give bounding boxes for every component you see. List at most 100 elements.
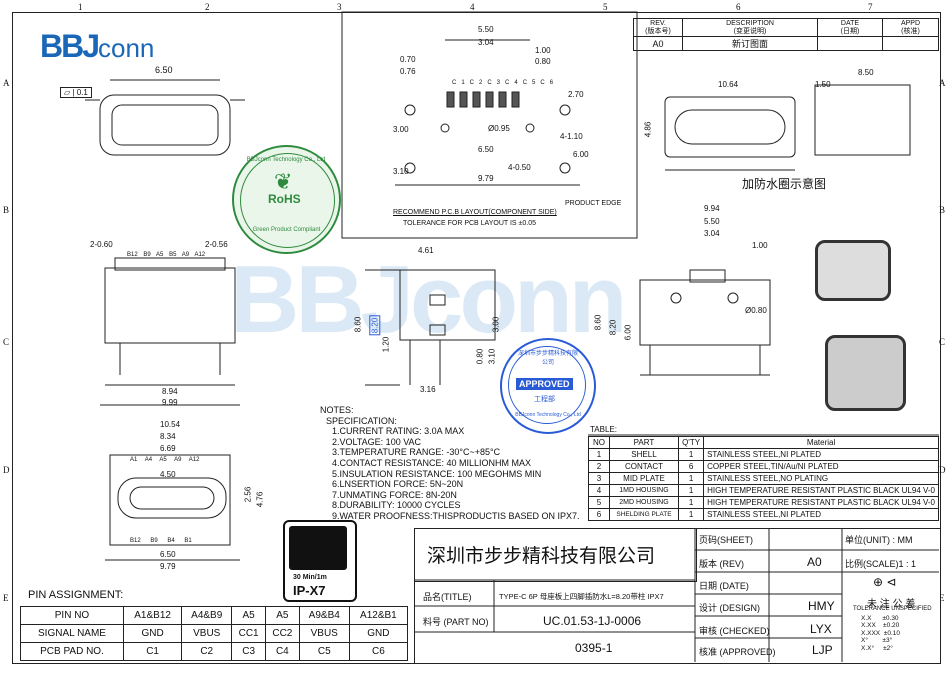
sheet-label: 页码(SHEET) (699, 535, 754, 545)
rev-value: A0 (807, 555, 822, 569)
ipx7-badge: 30 Min/1m IP-X7 (283, 520, 357, 602)
side-dim: 4.61 (418, 246, 434, 255)
title-value: TYPE-C 6P 母座板上四脚插防水L=8.20带柱 IPX7 (499, 592, 664, 601)
pcb-dim: 1.00 (535, 46, 551, 55)
approved-text: APPROVED (516, 378, 573, 390)
zone-col: 2 (205, 2, 210, 12)
unit-label: 单位(UNIT) : MM (845, 535, 913, 545)
pcb-dim: 9.79 (478, 174, 494, 183)
water-drop-icon (289, 526, 347, 570)
side-dim: 3.16 (420, 385, 436, 394)
zone-row: C (3, 337, 10, 347)
pcb-dim: 6.50 (478, 145, 494, 154)
approved-stamp: 深圳市步步精科技有限公司 APPROVED 工程部 BBJconn Techno… (500, 338, 596, 434)
zone-row: E (3, 593, 9, 603)
note-item: 1.CURRENT RATING: 3.0A MAX (332, 426, 465, 437)
pcb-dim: 0.70 (400, 55, 416, 64)
notes-block: NOTES: SPECIFICATION: 1.CURRENT RATING: … (320, 405, 580, 522)
front-body (104, 267, 236, 344)
title-block: 深圳市步步精科技有限公司 页码(SHEET) 单位(UNIT) : MM 版本 … (414, 528, 941, 664)
bottom-dim: 6.69 (160, 444, 176, 453)
appd-value (882, 36, 939, 51)
unspec-title-en: TOLERANCE UNSPECIFIED (853, 606, 932, 612)
pin-labels-bottom-bot: B12 B9 B4 B1 (130, 538, 192, 544)
note-item: 5.INSULATION RESISTANCE: 100 MEGOHMS MIN (332, 468, 542, 479)
dim-front-top: 6.50 (155, 65, 173, 75)
zone-row: A (939, 78, 946, 88)
drawing-no: 0395-1 (575, 641, 613, 655)
bottom-dim: 6.50 (160, 550, 176, 559)
right-dim: 1.00 (752, 241, 768, 250)
waterproof-caption: 加防水圈示意图 (742, 177, 827, 191)
note-item: 7.UNMATING FORCE: 8N-20N (332, 489, 457, 500)
title-label: 品名(TITLE) (423, 592, 472, 602)
iso-dim: 10.64 (718, 80, 739, 89)
projection-icon: ⊕ ⊲ (873, 575, 897, 589)
connector-render-1 (815, 240, 891, 301)
zone-col: 5 (603, 2, 608, 12)
right-dim: 6.00 (623, 324, 633, 341)
dim-label: 2-0.56 (205, 240, 228, 249)
zone-row: C (939, 337, 946, 347)
bom-header: PART (608, 436, 680, 449)
note-item: 2.VOLTAGE: 100 VAC (332, 436, 422, 447)
side-dim: 8.60 (353, 316, 363, 333)
pin-assignment-title: PIN ASSIGNMENT: (28, 589, 124, 601)
zone-col: 3 (337, 2, 342, 12)
pin-labels-top: B12 B9 A5 B5 A9 A12 (127, 252, 206, 258)
product-edge-label: PRODUCT EDGE (565, 200, 622, 207)
iso-dim: 4.86 (643, 121, 653, 138)
tolerance-list: X.X ±0.30 X.XX ±0.20 X.XXX ±0.10 X° ±3° … (861, 615, 900, 652)
bottom-dim: 4.50 (160, 470, 176, 479)
zone-row: B (939, 205, 946, 215)
bottom-dim: 2.56 (243, 486, 253, 503)
note-item: 9.WATER PROOFNESS:THISPRODUCTIS BASED ON… (332, 510, 580, 521)
revision-table: REV. (版本号) DESCRIPTION (变更说明) DATE (日期) … (633, 18, 939, 51)
zone-row: D (939, 465, 946, 475)
design-label: 设计 (DESIGN) (699, 603, 761, 613)
right-dim: 3.04 (704, 229, 720, 238)
note-item: 4.CONTACT RESISTANCE: 40 MILLIONHM MAX (332, 457, 532, 468)
bottom-dim: 9.79 (160, 562, 176, 571)
pcb-dim: 3.04 (478, 38, 494, 47)
pcb-dim: 5.50 (478, 25, 494, 34)
maple-leaf-icon: ❦ (274, 169, 293, 194)
pcb-dim: 3.00 (393, 125, 409, 134)
pin-labels-bottom-top: A1 A4 A5 A9 A12 (130, 457, 200, 463)
title-block-lines (414, 528, 939, 662)
pcb-dim: 0.80 (535, 57, 551, 66)
checked-label: 审核 (CHECKED) (699, 626, 770, 636)
pcb-dim: 4-0.50 (508, 163, 531, 172)
approved-sub: 工程部 (534, 396, 555, 403)
approved-value: LJP (812, 643, 833, 657)
right-dim: Ø0.80 (745, 306, 767, 315)
bottom-view-body (109, 454, 231, 546)
side-dim: 1.20 (381, 336, 391, 353)
iso-dim: 1.50 (815, 80, 831, 89)
spec-title: SPECIFICATION: (326, 415, 397, 426)
logo-conn: conn (98, 33, 155, 63)
rohs-ring-top: BBJconn Technology Co., Ltd (246, 157, 326, 163)
pcb-dim: Ø0.95 (488, 124, 510, 133)
checked-value: LYX (810, 622, 832, 636)
pcb-dim: 0.76 (400, 67, 416, 76)
side-dim: 0.80 (475, 348, 485, 365)
bom-title: TABLE: (590, 425, 617, 434)
zone-row: E (939, 593, 945, 603)
bom-header: NO (588, 436, 610, 449)
rev-label: 版本 (REV) (699, 559, 745, 569)
note-item: 3.TEMPERATURE RANGE: -30°C~+85°C (332, 447, 501, 458)
zone-row: B (3, 205, 10, 215)
partno-label: 料号 (PART NO) (423, 617, 489, 627)
unspec-title: 未 注 公 差 (867, 599, 916, 610)
pcb-dim: 2.70 (568, 90, 584, 99)
ipx7-label: IP-X7 (293, 583, 326, 598)
